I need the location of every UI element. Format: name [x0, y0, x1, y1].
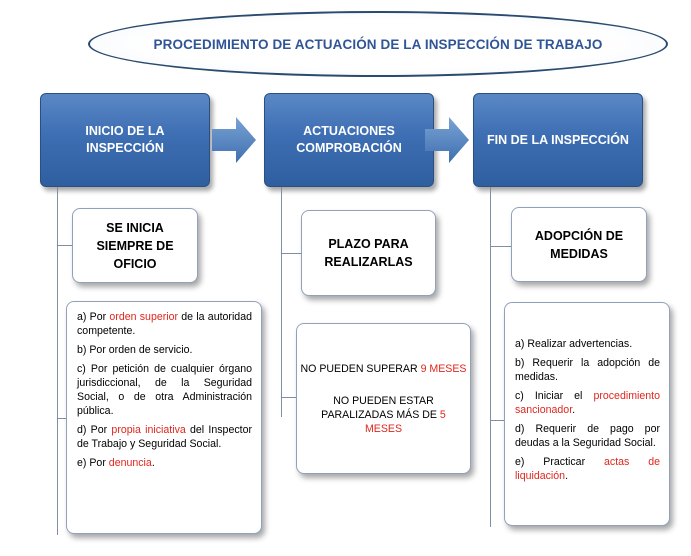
header-inicio: INICIO DE LA INSPECCIÓN	[40, 93, 210, 187]
connector-line	[57, 418, 66, 419]
connector-line	[281, 253, 302, 254]
list-item: d) Requerir de pago por deudas a la Segu…	[515, 423, 660, 449]
connector-line	[57, 245, 73, 246]
list-item: d) Por propia iniciativa del Inspector d…	[77, 424, 252, 450]
list-item: b) Por orden de servicio.	[77, 344, 193, 356]
subtitle-box-plazo: PLAZO PARA REALIZARLAS	[301, 210, 436, 296]
subtitle-medidas: ADOPCIÓN DE MEDIDAS	[534, 228, 624, 261]
arrow-right-icon	[425, 117, 469, 163]
notes-box-plazo: NO PUEDEN SUPERAR 9 MESES NO PUEDEN ESTA…	[296, 323, 471, 474]
list-box-inicio: a) Por orden superior de la autoridad co…	[66, 301, 262, 534]
list-item: b) Requerir la adopción de medidas.	[515, 357, 660, 383]
list-item: c) Iniciar el procedimiento sancionador.	[515, 390, 660, 416]
list-box-fin: a) Realizar advertencias. b) Requerir la…	[504, 302, 670, 526]
list-item: e) Practicar actas de liquidación.	[515, 456, 660, 482]
subtitle-plazo: PLAZO PARA REALIZARLAS	[324, 237, 413, 269]
connector-line	[57, 187, 58, 535]
list-item: c) Por petición de cualquier órgano juri…	[77, 363, 252, 417]
header-fin: FIN DE LA INSPECCIÓN	[473, 93, 643, 187]
note-5-meses: NO PUEDEN ESTAR PARALIZADAS MÁS DE 5 MES…	[321, 394, 446, 435]
list-item: a) Realizar advertencias.	[515, 338, 633, 350]
title-ellipse: PROCEDIMIENTO DE ACTUACIÓN DE LA INSPECC…	[88, 11, 668, 77]
subtitle-box-oficio: SE INICIA SIEMPRE DE OFICIO	[72, 208, 198, 283]
note-9-meses: NO PUEDEN SUPERAR 9 MESES	[300, 362, 467, 375]
list-item: e) Por denuncia.	[77, 457, 155, 469]
list-item: a) Por orden superior de la autoridad co…	[77, 311, 252, 337]
arrow-right-icon	[212, 117, 256, 163]
connector-line	[490, 246, 512, 247]
subtitle-oficio: SE INICIA SIEMPRE DE OFICIO	[96, 220, 174, 271]
header-actuaciones: ACTUACIONES COMPROBACIÓN	[264, 93, 434, 187]
connector-line	[281, 187, 282, 417]
subtitle-box-medidas: ADOPCIÓN DE MEDIDAS	[511, 207, 647, 282]
connector-line	[281, 397, 296, 398]
connector-line	[490, 420, 504, 421]
connector-line	[490, 187, 491, 527]
page-title: PROCEDIMIENTO DE ACTUACIÓN DE LA INSPECC…	[153, 36, 603, 52]
